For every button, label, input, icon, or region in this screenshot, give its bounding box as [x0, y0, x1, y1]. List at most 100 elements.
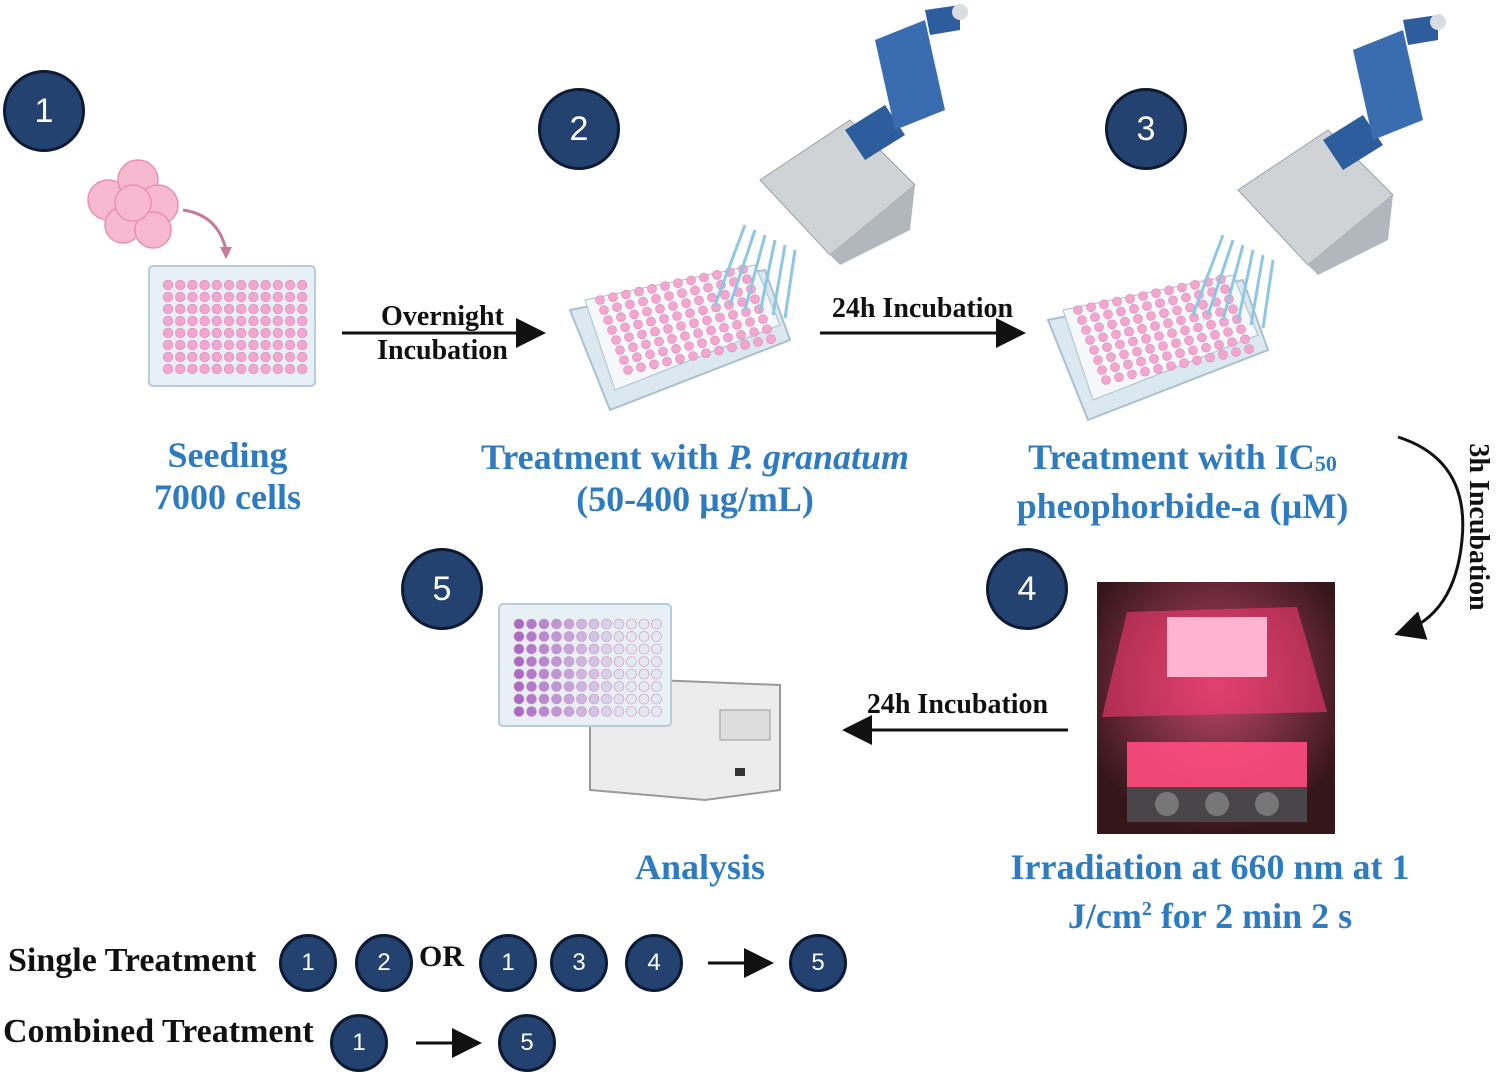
well: [538, 668, 550, 680]
well: [1227, 337, 1237, 347]
well: [576, 681, 587, 692]
well: [638, 706, 650, 717]
well: [626, 668, 637, 680]
well: [1110, 362, 1120, 373]
step-1-badge: 1: [3, 70, 85, 152]
well: [1145, 343, 1155, 354]
well: [689, 318, 699, 329]
well: [513, 618, 525, 630]
legend-step-badge: 1: [279, 934, 337, 992]
well: [538, 681, 550, 692]
well: [175, 339, 186, 351]
well: [260, 291, 271, 303]
well: [671, 343, 681, 354]
multichannel-pipette-plate-2: [568, 4, 968, 412]
well: [211, 279, 222, 291]
well: [297, 291, 308, 303]
well: [766, 334, 776, 345]
treat2-prefix: Treatment with: [480, 437, 728, 477]
well: [1223, 327, 1233, 337]
well: [684, 341, 694, 351]
well: [211, 363, 222, 375]
well: [248, 291, 259, 303]
well: [1155, 298, 1165, 309]
well: [1177, 282, 1187, 293]
well: [686, 275, 696, 286]
well: [175, 279, 186, 291]
well: [272, 279, 283, 291]
well: [248, 339, 259, 351]
well: [710, 335, 720, 346]
well: [162, 327, 174, 339]
well: [538, 618, 550, 630]
well: [601, 643, 612, 655]
well: [601, 693, 612, 705]
treat2-concentration: (50-400 µg/mL): [576, 479, 814, 519]
well: [272, 339, 283, 351]
well: [651, 668, 662, 680]
well: [187, 351, 198, 363]
arrow-3h: [1394, 435, 1465, 640]
well: [260, 339, 271, 351]
well: [563, 681, 575, 692]
well: [175, 327, 186, 339]
well: [677, 288, 687, 299]
well: [272, 303, 283, 315]
well: [651, 706, 662, 717]
well: [613, 643, 625, 655]
well: [616, 312, 626, 323]
well: [620, 322, 630, 333]
well: [673, 278, 683, 289]
well: [1138, 291, 1148, 301]
well: [162, 279, 174, 291]
well: [236, 363, 247, 375]
well: [626, 643, 637, 655]
well: [750, 294, 760, 305]
well: [1086, 302, 1096, 313]
well: [623, 365, 633, 375]
well: [662, 356, 672, 367]
well: [187, 327, 198, 339]
well: [1197, 332, 1207, 343]
well: [688, 351, 698, 361]
well: [175, 303, 186, 315]
well: [297, 303, 308, 315]
well: [1162, 351, 1172, 361]
well: [720, 289, 730, 300]
overnight-incubation-label: Overnight Incubation: [360, 300, 525, 368]
well: [676, 321, 686, 331]
well: [236, 303, 247, 315]
well: [654, 336, 664, 347]
well: [638, 668, 650, 680]
well: [284, 327, 296, 339]
well: [651, 293, 661, 304]
well: [633, 319, 643, 330]
well: [1099, 299, 1109, 310]
well: [1158, 341, 1168, 351]
well: [199, 351, 210, 363]
well: [1163, 318, 1173, 329]
incubation-24h-label-b: 24h Incubation: [866, 689, 1049, 720]
seeding-label: Seeding 7000 cells: [120, 434, 335, 518]
step-5-badge: 5: [401, 548, 483, 630]
well: [199, 315, 210, 327]
well: [601, 706, 612, 717]
cell-cluster-icon: [87, 159, 232, 259]
well: [513, 631, 525, 642]
well: [1137, 323, 1147, 334]
well: [1176, 315, 1186, 326]
legend-combined-label: Combined Treatment: [3, 1013, 314, 1050]
well: [1205, 352, 1215, 363]
legend-or-label: OR: [419, 940, 464, 973]
well: [1090, 312, 1100, 323]
well: [1206, 319, 1216, 330]
well: [1172, 305, 1182, 316]
well: [749, 327, 759, 337]
well: [613, 631, 625, 642]
well: [706, 325, 716, 336]
well: [613, 706, 625, 717]
well: [613, 681, 625, 692]
well: [236, 291, 247, 303]
well: [1093, 355, 1103, 365]
well: [211, 351, 222, 363]
